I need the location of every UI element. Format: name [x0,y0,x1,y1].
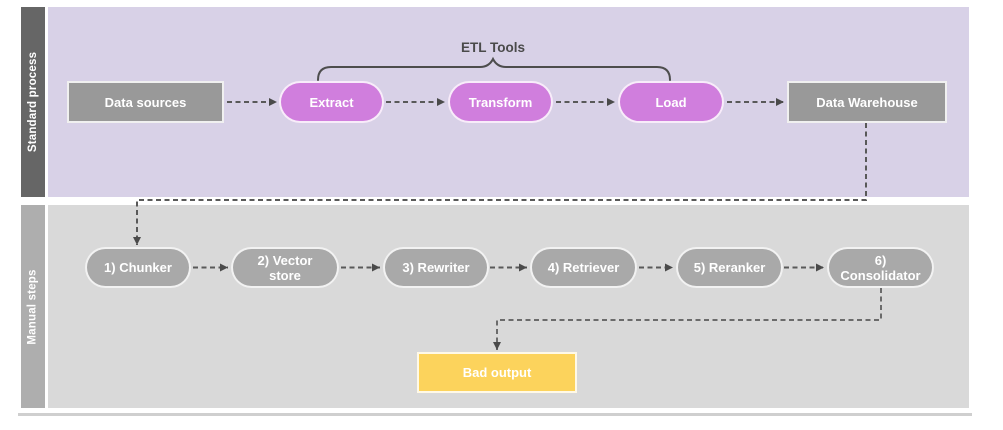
node-transform: Transform [448,81,553,123]
node-data-sources: Data sources [67,81,224,123]
node-retriever: 4) Retriever [530,247,637,288]
node-data-warehouse: Data Warehouse [787,81,947,123]
node-chunker: 1) Chunker [85,247,191,288]
lane-label-manual-steps: Manual steps [21,205,45,408]
node-reranker: 5) Reranker [676,247,783,288]
bottom-separator-rule [18,413,972,416]
etl-tools-caption: ETL Tools [461,40,525,55]
node-vector-store: 2) Vector store [231,247,339,288]
lane-label-manual-steps-text: Manual steps [27,268,40,345]
lane-label-standard-process: Standard process [21,7,45,197]
node-rewriter: 3) Rewriter [383,247,489,288]
node-load: Load [618,81,724,123]
node-consolidator: 6) Consolidator [827,247,934,288]
node-extract: Extract [279,81,384,123]
lane-label-standard-process-text: Standard process [27,51,39,153]
node-bad-output: Bad output [417,352,577,393]
